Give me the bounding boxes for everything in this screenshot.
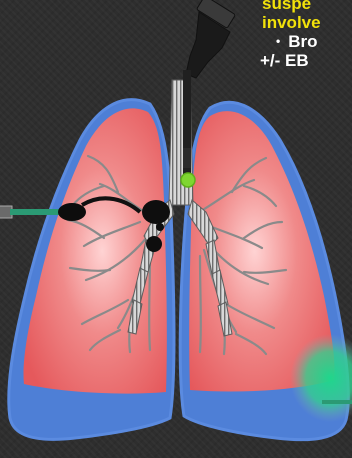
- needle-probe-icon: [0, 203, 86, 221]
- caption-bullet-item: • Bro: [262, 32, 352, 51]
- caption: suspe involve • Bro +/- EB: [262, 0, 352, 70]
- lesion-instrument: [322, 400, 352, 404]
- lymph-node-green: [181, 173, 195, 187]
- bullet-icon: •: [276, 34, 280, 48]
- caption-line-4: +/- EB: [260, 51, 352, 70]
- caption-line-1: suspe: [262, 0, 352, 13]
- caption-line-2: involve: [262, 13, 352, 32]
- caption-bullet-text: Bro: [288, 32, 317, 51]
